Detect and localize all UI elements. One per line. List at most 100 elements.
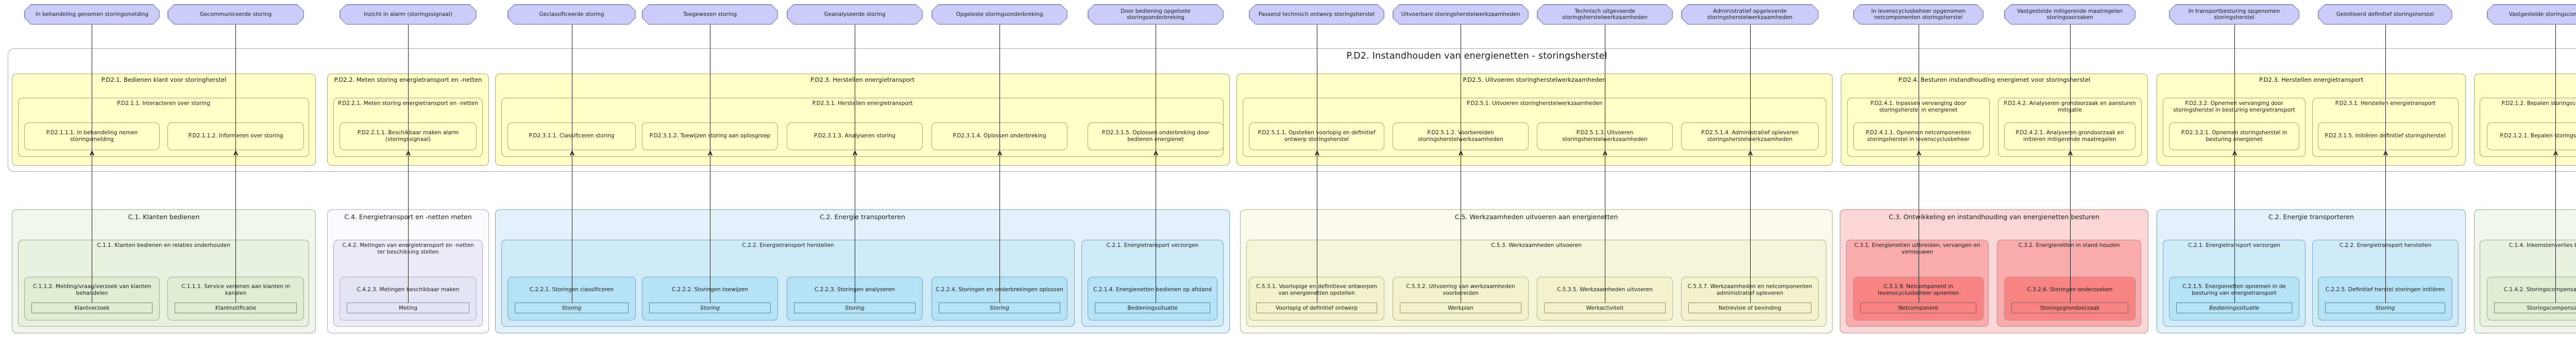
event-label: In levenscyclusbeheer opgenomen netcompo…	[1871, 8, 1966, 21]
event-label: Vastgestelde storingscompensatie	[2509, 11, 2576, 17]
process-group-title: P.D2.3.1. Herstellen energietransport	[812, 100, 913, 106]
process-group-title: P.D2.3.1. Herstellen energietransport	[2335, 100, 2436, 106]
event-label: Door bediening opgeloste storingsonderbr…	[1121, 8, 1191, 21]
event-shape-fill	[509, 5, 635, 24]
event-label: Technisch uitgevoerde storingsherstelwer…	[1562, 8, 1648, 21]
event-shape: Administratief opgeleverde storingsherst…	[1681, 4, 1819, 25]
business-object-badge: Werkactiviteit	[1544, 303, 1666, 313]
business-object-badge: Bedieningssituatie	[2176, 303, 2292, 313]
event-shape-fill	[788, 5, 922, 24]
business-object-badge: Storing	[515, 303, 629, 313]
event-label: In behandeling genomen storingsmelding	[35, 11, 148, 17]
process-group-title: P.D2.5.1. Uitvoeren storingherstelwerkza…	[1466, 100, 1603, 106]
process-group-title: P.D2.4.1. Inpassen vervanging door stori…	[1870, 100, 1967, 114]
capability-item-label: C.2.2.2. Storingen toewijzen	[671, 287, 749, 293]
event-shape-fill	[1394, 5, 1528, 24]
capability-section-title: C.2. Energie transporteren	[819, 213, 906, 221]
process-group-title: P.D2.3.2. Opnemen vervanging door storin…	[2173, 100, 2295, 114]
capability-item-label: C.5.3.1. Voorlopige en definitieve ontwe…	[1256, 283, 1377, 296]
connector-line	[408, 25, 409, 303]
event-shape: Passend technisch ontwerp storingsherste…	[1249, 4, 1384, 25]
capability-section-title: C.2. Energie transporteren	[2268, 213, 2354, 221]
event-label: In transportbesturing opgenomen storings…	[2188, 8, 2280, 21]
event-shape-fill	[2319, 5, 2452, 24]
process-step: P.D2.5.1.4. Administratief opleveren sto…	[1681, 122, 1819, 150]
capability-item-label: C.2.1.5. Energienetten opnemen in de bes…	[2182, 283, 2286, 296]
business-object-badge: Storingsgrondoorzaak	[2011, 303, 2128, 313]
event-shape: Geanalyseerde storing	[787, 4, 923, 25]
business-object-badge: Netrevisie of bevinding	[1688, 303, 1811, 313]
capability-item: C.2.2.5. Definitief herstel storingen in…	[2318, 277, 2452, 321]
capability-group-title: C.3.1. Energienetten uitbreiden, vervang…	[1854, 242, 1980, 256]
event-shape-fill	[2005, 5, 2135, 24]
capability-group-title: C.2.1. Energietransport verzorgen	[2188, 242, 2280, 248]
business-object-badge: Storing	[939, 303, 1060, 313]
process-step: P.D2.4.1.1. Opnemen netcomponenten stori…	[1853, 122, 1984, 150]
process-section-title: P.D2.1. Bedienen klant voor storingherst…	[2475, 74, 2576, 84]
capability-item-label: C.1.4.2. Storingscompensatie bepalen	[2503, 287, 2576, 293]
business-object-badge: Storing	[794, 303, 916, 313]
event-shape: Technisch uitgevoerde storingsherstelwer…	[1537, 4, 1673, 25]
event-shape: In transportbesturing opgenomen storings…	[2169, 4, 2299, 25]
capability-item-label: C.2.2.1. Storingen classificeren	[529, 287, 614, 293]
capability-item: C.1.4.2. Storingscompensatie bepalenStor…	[2487, 277, 2576, 321]
capability-group-title: C.1.4. Inkomstenverlies beperken	[2509, 242, 2576, 248]
event-label: Opgeloste storingsonderbreking	[956, 11, 1043, 17]
capability-item: C.2.1.5. Energienetten opnemen in de bes…	[2169, 277, 2299, 321]
event-shape-fill	[1854, 5, 1983, 24]
event-label: Administratief opgeleverde storingsherst…	[1707, 8, 1793, 21]
business-object-badge: Voorlopig of definitief ontwerp	[1256, 303, 1377, 313]
business-object-badge: Storing	[2325, 303, 2445, 313]
process-step: P.D2.3.1.5. Initiëren definitief storing…	[2318, 122, 2452, 150]
event-shape-fill	[933, 5, 1067, 24]
connector-line	[2234, 25, 2235, 303]
capability-group-title: C.1.1. Klanten bedienen en relaties onde…	[97, 242, 230, 248]
capability-item-label: C.2.2.5. Definitief herstel storingen in…	[2325, 287, 2445, 293]
connector-line	[1750, 25, 1751, 303]
capability-item-label: C.5.3.5. Werkzaamheden uitvoeren	[1557, 287, 1653, 293]
process-step: P.D2.1.2.1. Bepalen storingscompensatie	[2487, 122, 2576, 150]
business-object-badge: Meting	[347, 303, 469, 313]
event-shape-fill	[1538, 5, 1672, 24]
business-object-badge: Bedieningssituatie	[1095, 303, 1210, 313]
process-step: P.D2.4.2.1. Analyseren grondoorzaak en i…	[2004, 122, 2136, 150]
capability-group-title: C.5.3. Werkzaamheden uitvoeren	[1491, 242, 1582, 248]
process-step: P.D2.5.1.1. Opstellen voorlopig en defin…	[1249, 122, 1384, 150]
event-shape: In behandeling genomen storingsmelding	[24, 4, 160, 25]
event-shape: In levenscyclusbeheer opgenomen netcompo…	[1853, 4, 1984, 25]
event-shape-fill	[168, 5, 303, 24]
capability-group-title: C.2.2. Energietransport herstellen	[742, 242, 834, 248]
capability-group-title: C.3.2. Energienetten in stand houden	[2018, 242, 2120, 248]
event-label: Geanalyseerde storing	[824, 11, 886, 17]
business-object-badge: Storing	[649, 303, 771, 313]
event-label: Inzicht in alarm (storingssignaal)	[363, 11, 453, 17]
event-shape: Geclassificeerde storing	[507, 4, 636, 25]
capability-group-title: C.2.1. Energietransport verzorgen	[1106, 242, 1199, 248]
event-shape: Opgeloste storingsonderbreking	[931, 4, 1067, 25]
event-shape: Gecommuniceerde storing	[167, 4, 304, 25]
process-group-title: P.D2.4.2. Analyseren grondoorzaak en aan…	[2004, 100, 2136, 113]
process-step: P.D2.3.1.1. Classificeren storing	[507, 122, 636, 150]
event-shape: Vastgestelde storingscompensatie	[2487, 4, 2576, 25]
page-title: P.D2. Instandhouden van energienetten - …	[1346, 51, 1607, 61]
capability-section-title: C.1. Klanten bedienen	[128, 213, 200, 221]
business-object-badge: Klantnotificatie	[175, 303, 297, 313]
process-section-title: P.D2.2. Meten storing energietransport e…	[334, 76, 482, 83]
capability-item-label: C.2.1.4. Energienetten bedienen op afsta…	[1093, 287, 1212, 293]
capability-item-label: C.5.3.7. Werkzaamheden en netcomponenten…	[1687, 283, 1812, 296]
event-label: Gecommuniceerde storing	[199, 11, 272, 17]
event-shape: Uitvoerbare storingsherstelwerkzaamheden	[1393, 4, 1529, 25]
capability-item: C.5.3.7. Werkzaamheden en netcomponenten…	[1681, 277, 1819, 321]
event-shape-fill	[341, 5, 476, 24]
capability-item: C.5.3.1. Voorlopige en definitieve ontwe…	[1249, 277, 1384, 321]
connector-line	[235, 25, 236, 303]
business-object-badge: Werkplan	[1400, 303, 1521, 313]
connector-line	[2070, 25, 2071, 303]
capability-item: C.3.1.9. Netcomponent in levenscyclusbeh…	[1853, 277, 1984, 321]
event-shape-fill	[25, 5, 159, 24]
event-shape-fill	[2488, 5, 2576, 24]
event-shape: Toegewezen storing	[642, 4, 778, 25]
event-shape-fill	[1089, 5, 1223, 24]
